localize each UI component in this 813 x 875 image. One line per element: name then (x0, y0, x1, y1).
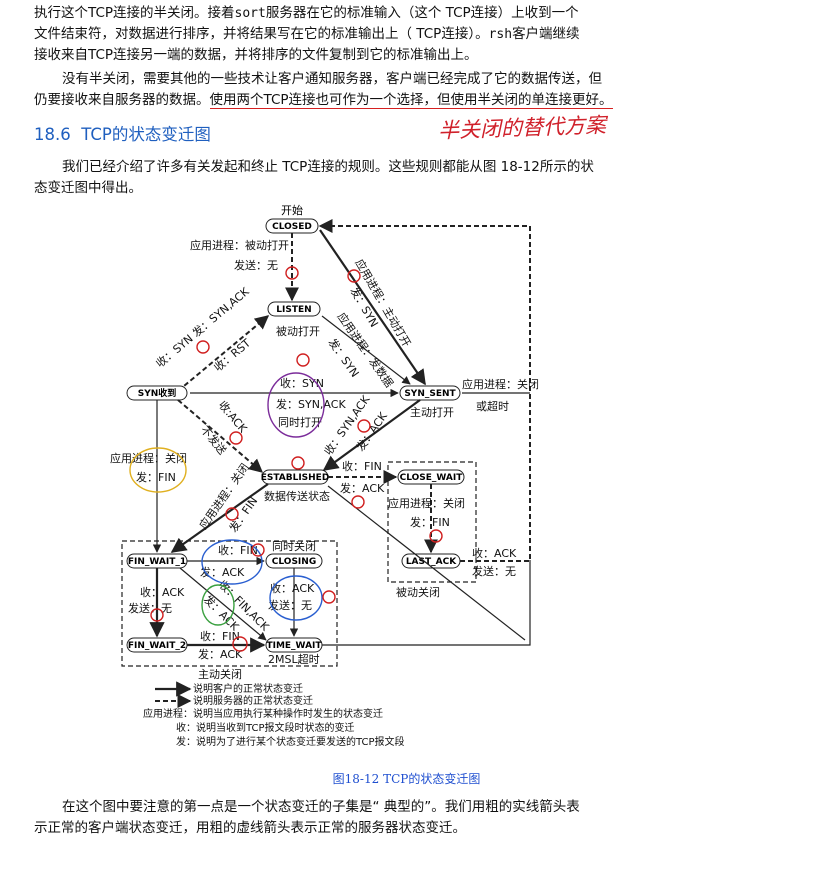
svg-text:发送：无: 发送：无 (472, 564, 516, 578)
state-label: TIME_WAIT (266, 641, 322, 651)
text-line: 仍要接收来自服务器的数据。使用两个TCP连接也可作为一个选择，但使用半关闭的单连… (34, 92, 613, 109)
text-line: 态变迁图中得出。 (34, 180, 142, 196)
paragraph-alternative: 没有半关闭，需要其他的一些技术让客户通知服务器，客户端已经完成了它的数据传送，但… (34, 69, 634, 111)
state-fin-wait-2: FIN_WAIT_2 (126, 637, 188, 653)
state-fin-wait-1: FIN_WAIT_1 (126, 553, 188, 569)
svg-text:收：RST: 收：RST (211, 336, 253, 375)
svg-text:应用进程：关闭: 应用进程：关闭 (110, 451, 187, 465)
text-line: 没有半关闭，需要其他的一些技术让客户通知服务器，客户端已经完成了它的数据传送，但 (62, 71, 602, 87)
svg-text:应用进程：关闭: 应用进程：关闭 (388, 496, 465, 510)
text-line: 文件结束符，对数据进行排序，并将结果写在它的标准输出上（ TCP连接）。rsh客… (34, 26, 580, 42)
svg-text:应用进程：说明当应用执行某种操作时发生的状态变迁: 应用进程：说明当应用执行某种操作时发生的状态变迁 (143, 707, 383, 720)
text-line: 在这个图中要注意的第一点是一个状态变迁的子集是“ 典型的”。我们用粗的实线箭头表 (62, 799, 580, 815)
svg-text:发：FIN: 发：FIN (136, 470, 176, 484)
svg-text:收：ACK: 收：ACK (270, 581, 315, 595)
svg-text:发送：无: 发送：无 (268, 598, 312, 612)
figure-caption: 图18-12 TCP的状态变迁图 (332, 772, 481, 786)
svg-text:说明服务器的正常状态变迁: 说明服务器的正常状态变迁 (193, 694, 313, 707)
svg-text:发：FIN: 发：FIN (226, 494, 260, 535)
state-label: ESTABLISHED (261, 473, 330, 483)
svg-text:收:ACK: 收:ACK (216, 398, 251, 436)
svg-text:主动打开: 主动打开 (410, 405, 454, 419)
state-label: FIN_WAIT_1 (128, 557, 186, 567)
svg-text:数据传送状态: 数据传送状态 (264, 489, 330, 503)
svg-text:应用进程：关闭: 应用进程：关闭 (462, 377, 539, 391)
text-line: 接收来自TCP连接另一端的数据，并将排序的文件复制到它的标准输出上。 (34, 47, 478, 63)
svg-text:或超时: 或超时 (476, 399, 509, 413)
state-label: SYN_SENT (404, 389, 456, 399)
start-label: 开始 (281, 203, 303, 217)
handwritten-annotation: 半关闭的替代方案 (437, 113, 607, 143)
state-listen: LISTEN (267, 301, 321, 317)
svg-text:发送：无: 发送：无 (234, 258, 278, 272)
svg-text:发送：无: 发送：无 (128, 601, 172, 615)
svg-text:收：FIN: 收：FIN (200, 629, 240, 643)
state-syn-rcvd: SYN收到 (126, 385, 188, 401)
state-label: LISTEN (276, 305, 311, 315)
svg-text:同时打开: 同时打开 (278, 415, 322, 429)
state-label: CLOSING (272, 557, 316, 567)
tcp-state-diagram: CLOSED 开始 LISTEN SYN收到 SYN_SENT ESTABLIS… (110, 203, 539, 748)
handwritten-marks (129, 266, 443, 652)
text-line: 执行这个TCP连接的半关闭。接着sort服务器在它的标准输入（这个 TCP连接）… (34, 5, 579, 21)
state-close-wait: CLOSE_WAIT (397, 469, 465, 485)
state-syn-sent: SYN_SENT (399, 385, 461, 401)
svg-text:说明客户的正常状态变迁: 说明客户的正常状态变迁 (193, 682, 303, 695)
svg-text:不发送: 不发送 (198, 423, 230, 457)
svg-text:收：FIN: 收：FIN (342, 459, 382, 473)
state-label: CLOSED (272, 222, 312, 232)
svg-text:收：FIN: 收：FIN (218, 543, 258, 557)
svg-text:主动关闭: 主动关闭 (198, 667, 242, 681)
svg-text:应用进程：被动打开: 应用进程：被动打开 (190, 238, 289, 252)
svg-text:发：ACK: 发：ACK (200, 565, 245, 579)
svg-text:收：ACK: 收：ACK (140, 585, 185, 599)
state-established: ESTABLISHED (261, 469, 330, 485)
svg-text:发：SYN,ACK: 发：SYN,ACK (276, 397, 346, 411)
legend: 说明客户的正常状态变迁 说明服务器的正常状态变迁 应用进程：说明当应用执行某种操… (143, 681, 405, 748)
svg-text:发：说明为了进行某个状态变迁要发送的TCP报文段: 发：说明为了进行某个状态变迁要发送的TCP报文段 (176, 735, 405, 748)
text-line: 我们已经介绍了许多有关发起和终止 TCP连接的规则。这些规则都能从图 18-12… (62, 159, 594, 175)
state-label: LAST_ACK (406, 557, 457, 567)
svg-text:发：ACK: 发：ACK (340, 481, 385, 495)
transition-arrows (121, 219, 531, 667)
paragraph-half-close: 执行这个TCP连接的半关闭。接着sort服务器在它的标准输入（这个 TCP连接）… (34, 3, 614, 66)
svg-text:收：ACK: 收：ACK (472, 546, 517, 560)
paragraph-intro: 我们已经介绍了许多有关发起和终止 TCP连接的规则。这些规则都能从图 18-12… (34, 157, 614, 199)
state-label: CLOSE_WAIT (400, 473, 464, 483)
state-label: FIN_WAIT_2 (128, 641, 186, 651)
svg-text:被动关闭: 被动关闭 (396, 585, 440, 599)
underlined-text: 使用两个TCP连接也可作为一个选择，但使用半关闭的单连接更好。 (209, 92, 613, 109)
svg-text:发：ACK: 发：ACK (198, 647, 243, 661)
svg-text:同时关闭: 同时关闭 (272, 539, 316, 553)
svg-text:2MSL超时: 2MSL超时 (268, 652, 320, 666)
svg-text:收：SYN: 收：SYN (280, 376, 324, 390)
text-line: 示正常的客户端状态变迁，用粗的虚线箭头表示正常的服务器状态变迁。 (34, 820, 466, 836)
section-heading: 18.6 TCP的状态变迁图 (34, 125, 211, 144)
state-label: SYN收到 (138, 387, 177, 399)
state-closed: CLOSED (265, 218, 319, 234)
state-closing: CLOSING (265, 553, 323, 569)
state-time-wait: TIME_WAIT (265, 637, 323, 653)
svg-text:发：FIN: 发：FIN (410, 515, 450, 529)
transition-labels: 应用进程：被动打开 发送：无 应用进程：主动打开 发：SYN 应用进程：发数据 … (110, 238, 539, 681)
paragraph-typical: 在这个图中要注意的第一点是一个状态变迁的子集是“ 典型的”。我们用粗的实线箭头表… (34, 797, 634, 839)
svg-text:被动打开: 被动打开 (276, 324, 320, 338)
svg-text:收：说明当收到TCP报文段时状态的变迁: 收：说明当收到TCP报文段时状态的变迁 (176, 721, 355, 734)
